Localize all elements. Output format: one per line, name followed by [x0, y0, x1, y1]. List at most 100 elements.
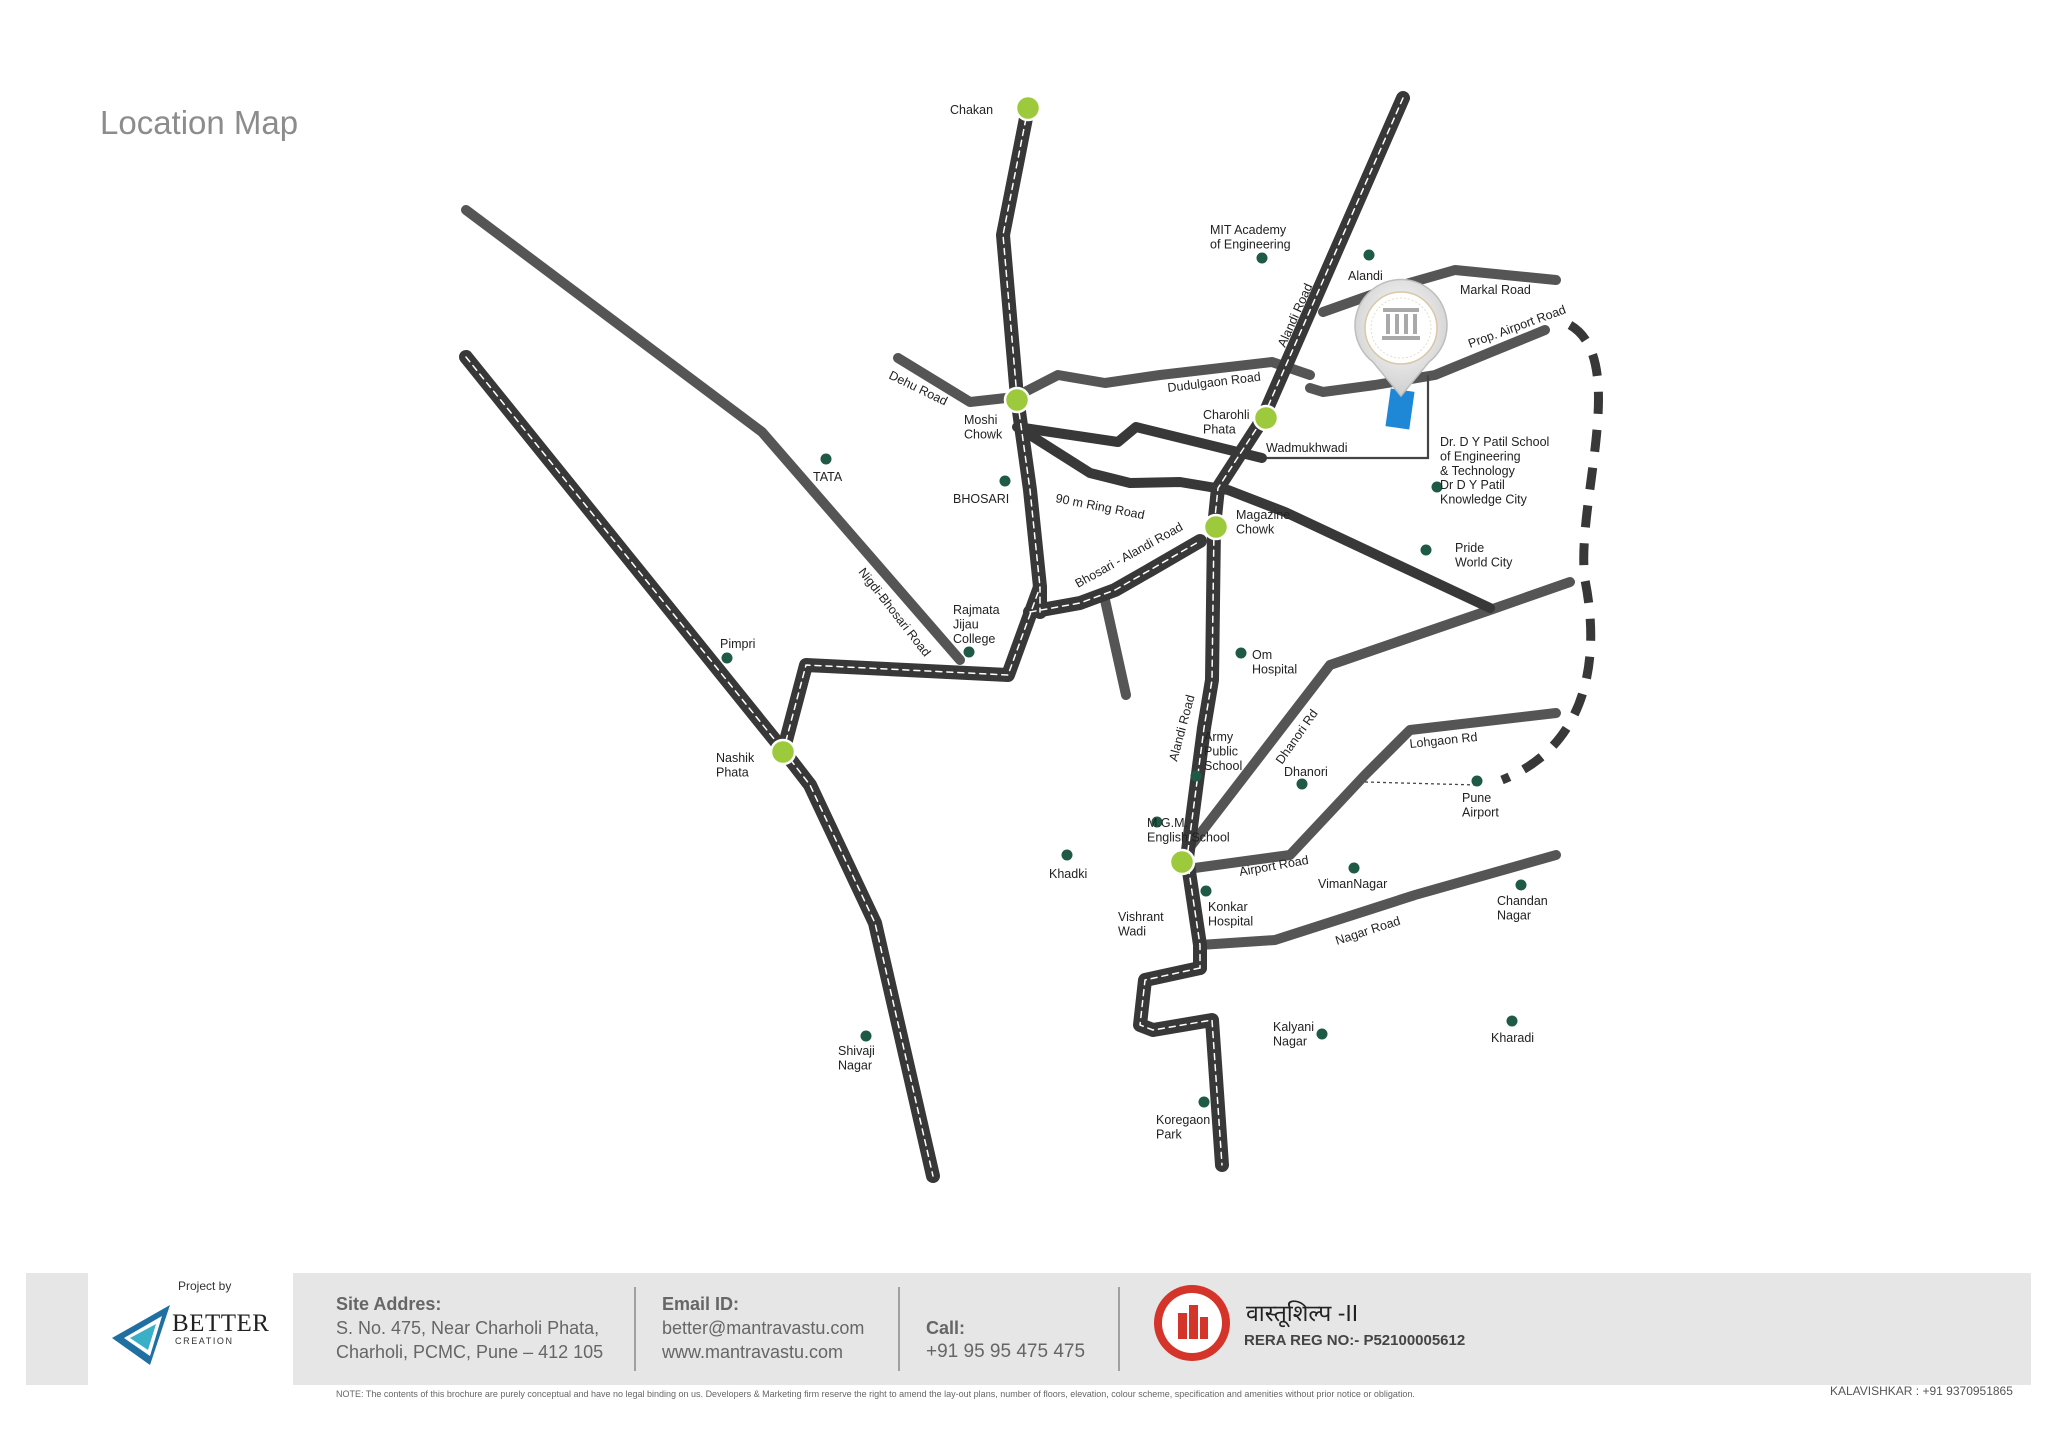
road-airport — [1175, 708, 1561, 875]
site-address-heading: Site Addres: — [336, 1294, 442, 1314]
designer-credit: KALAVISHKAR : +91 9370951865 — [1830, 1384, 2013, 1398]
poi-marker — [1506, 1015, 1518, 1027]
road-wadmukhwadi — [1262, 375, 1430, 460]
poi-marker — [1363, 249, 1375, 261]
poi-marker — [1200, 885, 1212, 897]
junction-alandi-airport — [1168, 848, 1196, 876]
poi-marker — [1061, 849, 1073, 861]
road-nigdi-bhosari — [461, 205, 965, 665]
call-block: Call: +91 95 95 475 475 — [926, 1316, 1085, 1364]
project-location-pin[interactable] — [1354, 278, 1448, 430]
maharera-seal-icon — [1154, 1285, 1230, 1361]
road-ring — [1025, 430, 1495, 613]
place-label-bhosari: BHOSARI — [953, 492, 1009, 506]
place-label-vimannagar: VimanNagar — [1318, 877, 1387, 891]
call-heading: Call: — [926, 1318, 966, 1338]
phone-link[interactable]: +91 95 95 475 475 — [926, 1341, 1086, 1362]
place-label-mgm-school: M.G.M.English School — [1147, 816, 1230, 844]
temple-logo-icon — [1382, 308, 1420, 340]
junction-chakan — [1014, 94, 1042, 122]
poi-marker — [1316, 1028, 1328, 1040]
poi-marker — [1198, 1096, 1210, 1108]
poi-marker — [1420, 544, 1432, 556]
place-label-pimpri: Pimpri — [720, 637, 755, 651]
road-chakan-moshi — [996, 101, 1047, 594]
road-dudulgaon — [1010, 357, 1315, 402]
poi-marker — [1431, 481, 1443, 493]
junction-nashik-phata — [769, 738, 797, 766]
road-dehu — [893, 353, 1020, 407]
project-site — [1385, 388, 1415, 430]
road-dudulgaon-east — [1305, 325, 1550, 397]
place-label-khadki: Khadki — [1049, 867, 1087, 881]
junction-magazine-chowk — [1202, 513, 1230, 541]
project-by-label: Project by — [178, 1279, 232, 1293]
place-label-wadmukhwadi: Wadmukhwadi — [1266, 441, 1348, 455]
poi-marker — [1296, 778, 1308, 790]
rera-registration: RERA REG NO:- P52100005612 — [1244, 1332, 1466, 1349]
road-proposed-airport — [1500, 321, 1603, 785]
road-moshi-charholi — [1012, 422, 1267, 463]
junction-moshi-chowk — [1003, 386, 1031, 414]
road-nagar — [1195, 850, 1561, 950]
road-label: Alandi Road — [1166, 693, 1197, 762]
poi-marker — [721, 652, 733, 664]
footer-divider — [898, 1287, 900, 1371]
footer-left-block — [26, 1273, 88, 1385]
place-label-tata: TATA — [813, 470, 843, 484]
road-label: Markal Road — [1460, 283, 1531, 297]
poi-marker — [1348, 862, 1360, 874]
map-title: Location Map — [100, 104, 298, 141]
email-link[interactable]: better@mantravastu.com — [662, 1318, 865, 1338]
place-label-chakan: Chakan — [950, 103, 993, 117]
road-dhanori — [1175, 577, 1575, 865]
poi-marker — [963, 646, 975, 658]
junction-charholi-phata — [1252, 404, 1280, 432]
better-creation-logo-icon — [112, 1305, 170, 1365]
logo-subtitle: CREATION — [175, 1336, 234, 1346]
website-link[interactable]: www.mantravastu.com — [662, 1342, 844, 1362]
disclaimer-note: NOTE: The contents of this brochure are … — [336, 1389, 1415, 1399]
poi-marker — [820, 453, 832, 465]
site-address-line1: S. No. 475, Near Charholi Phata, — [336, 1318, 600, 1338]
footer-divider — [1118, 1287, 1120, 1371]
project-brand-name: वास्तूशिल्प -II — [1246, 1300, 1359, 1326]
place-label-alandi: Alandi — [1348, 269, 1383, 283]
site-address-line2: Charholi, PCMC, Pune – 412 105 — [336, 1342, 604, 1362]
site-address: Site Addres: S. No. 475, Near Charholi P… — [336, 1292, 603, 1364]
logo-wordmark: BETTER — [172, 1310, 270, 1337]
poi-marker — [1515, 879, 1527, 891]
road-markal — [1318, 265, 1561, 317]
road-airport-link — [1364, 781, 1478, 786]
footer-divider — [634, 1287, 636, 1371]
place-label-kharadi: Kharadi — [1491, 1031, 1534, 1045]
poi-marker — [1151, 816, 1163, 828]
poi-marker — [1235, 647, 1247, 659]
place-label-dhanori: Dhanori — [1284, 765, 1328, 779]
poi-marker — [1471, 775, 1483, 787]
road-label: 90 m Ring Road — [1054, 491, 1145, 522]
road-bhosari-alandi — [1023, 534, 1207, 619]
poi-marker — [1256, 252, 1268, 264]
poi-marker — [1190, 770, 1202, 782]
email-heading: Email ID: — [662, 1294, 740, 1314]
email-block: Email ID: better@mantravastu.com www.man… — [662, 1292, 864, 1364]
